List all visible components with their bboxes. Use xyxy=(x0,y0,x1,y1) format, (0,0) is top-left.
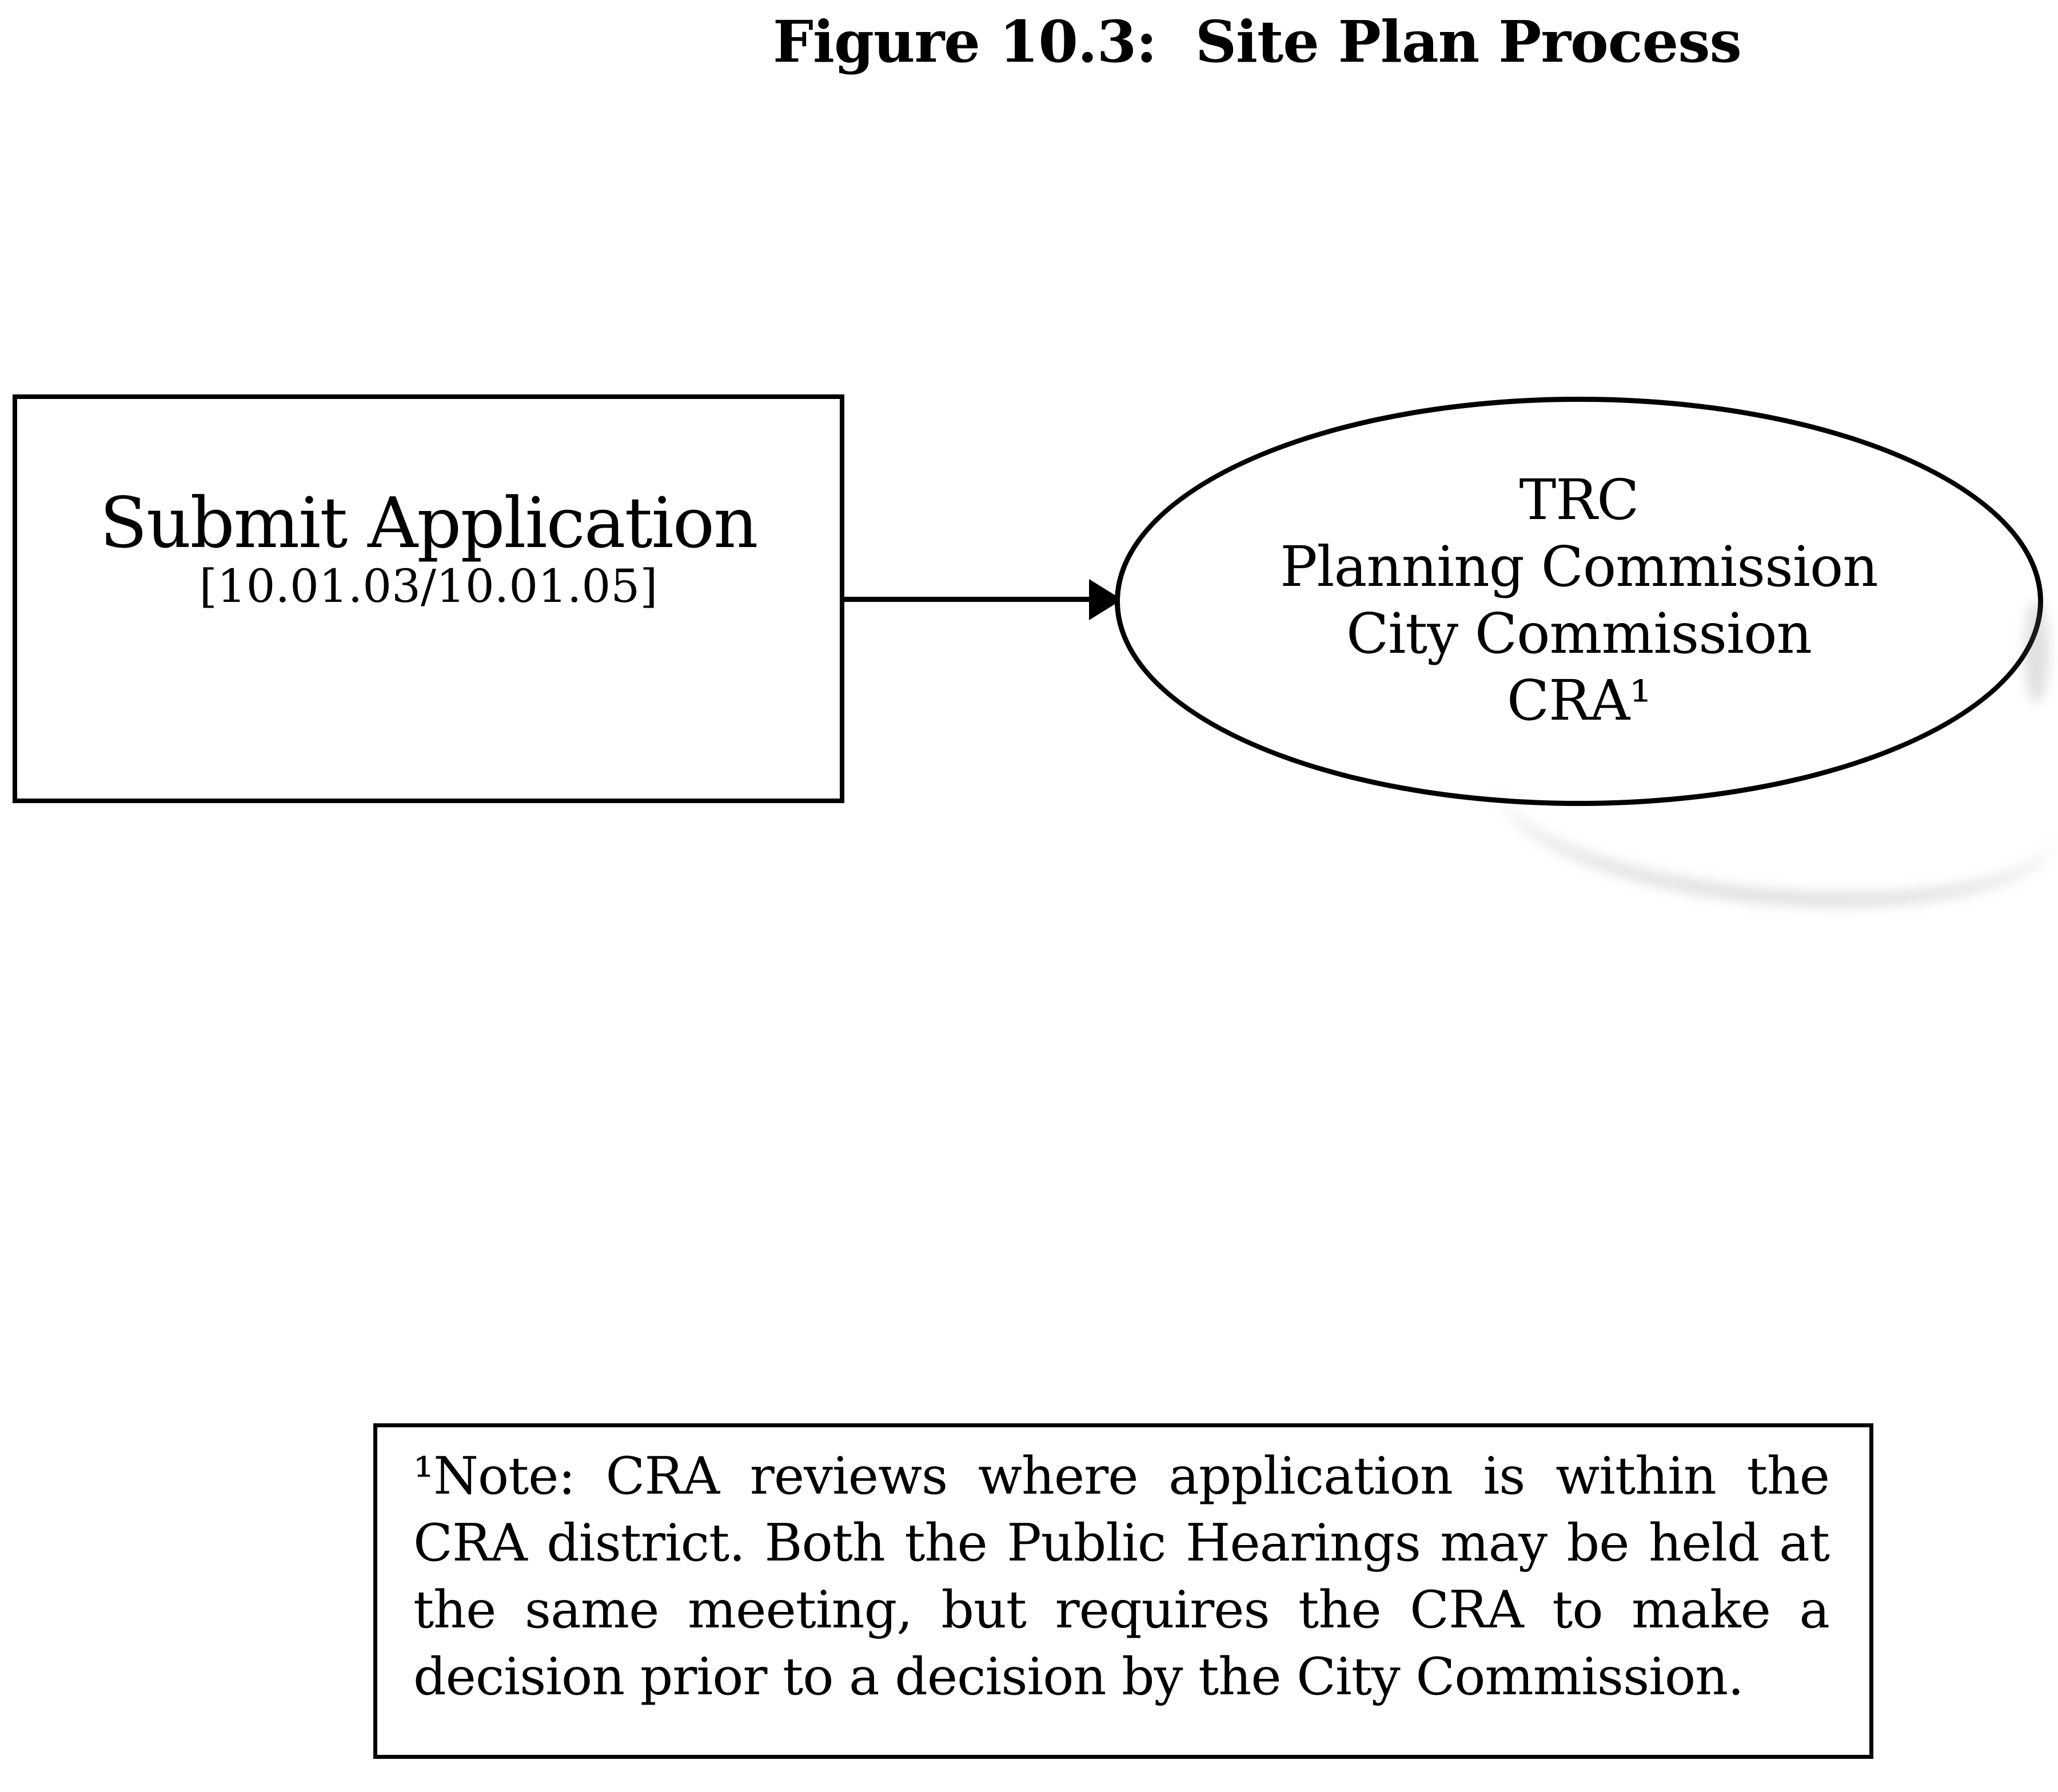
figure-title: Figure 10.3: Site Plan Process xyxy=(773,8,1742,75)
scan-speck-artifact xyxy=(2024,600,2049,703)
submit-application-box xyxy=(13,394,844,803)
review-bodies-text: TRC Planning Commission City Commission … xyxy=(1115,466,2043,734)
note-line-2: CRA district. Both the Public Hearings m… xyxy=(413,1513,1830,1573)
note-line-4: decision prior to a decision by the City… xyxy=(413,1647,1744,1707)
submit-application-reference: [10.01.03/10.01.05] xyxy=(199,560,658,613)
ellipse-line-planning-commission: Planning Commission xyxy=(1280,534,1878,599)
note-text: ¹Note: CRA reviews where application is … xyxy=(413,1443,1830,1710)
review-bodies-ellipse xyxy=(1115,397,2043,806)
flow-arrow-line xyxy=(844,597,1095,602)
note-line-1: ¹Note: CRA reviews where application is … xyxy=(413,1446,1830,1506)
ellipse-line-city-commission: City Commission xyxy=(1346,601,1812,666)
note-box xyxy=(373,1423,1873,1759)
ellipse-line-cra: CRA¹ xyxy=(1506,668,1652,733)
submit-application-label: Submit Application xyxy=(99,482,758,564)
note-line-3: the same meeting, but requires the CRA t… xyxy=(413,1580,1830,1640)
ellipse-line-trc: TRC xyxy=(1519,468,1640,532)
